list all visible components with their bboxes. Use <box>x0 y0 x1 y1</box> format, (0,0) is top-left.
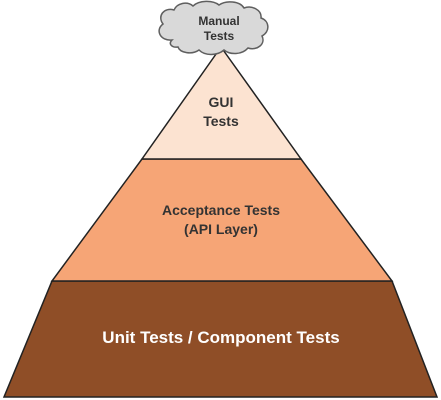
cloud-shape <box>158 0 269 56</box>
gui-tests-shape <box>140 45 303 160</box>
acceptance-tests-label-line2: (API Layer) <box>184 221 258 237</box>
gui-tests-layer: GUI Tests <box>140 45 303 160</box>
cloud-label-line2: Tests <box>204 29 235 43</box>
gui-tests-label-line2: Tests <box>203 113 239 129</box>
unit-tests-label: Unit Tests / Component Tests <box>102 328 339 347</box>
unit-tests-layer: Unit Tests / Component Tests <box>2 280 439 398</box>
acceptance-tests-label-line1: Acceptance Tests <box>162 202 280 218</box>
manual-tests-cloud: Manual Tests <box>158 0 269 56</box>
gui-tests-label-line1: GUI <box>209 94 234 110</box>
acceptance-tests-shape <box>50 158 394 282</box>
cloud-label-line1: Manual <box>198 14 239 28</box>
acceptance-tests-layer: Acceptance Tests (API Layer) <box>50 158 394 282</box>
